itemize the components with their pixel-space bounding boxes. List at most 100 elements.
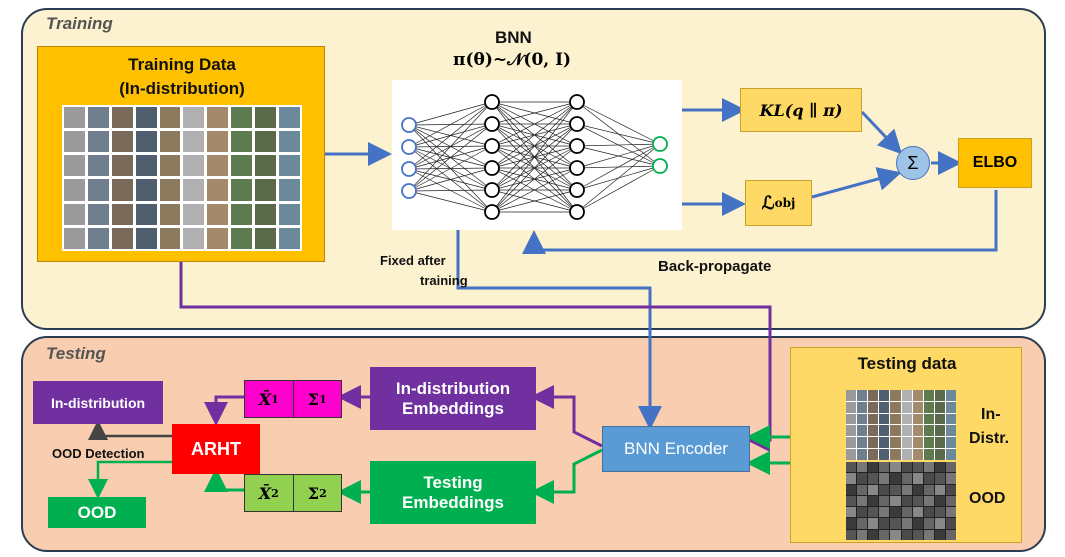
arrow-encoder-to-in-emb <box>530 385 603 448</box>
thumbnail-image <box>934 507 945 518</box>
arht-label: ARHT <box>191 438 241 459</box>
thumbnail-image <box>890 449 901 460</box>
network-edge <box>491 101 578 169</box>
thumbnail-image <box>857 518 868 529</box>
xbar1-cell: X̄1 <box>245 381 294 417</box>
thumbnail-image <box>890 495 901 507</box>
ood-output-label: OOD <box>77 502 117 522</box>
encoder-label: BNN Encoder <box>624 439 728 458</box>
thumbnail-image <box>111 179 133 201</box>
thumbnail-image <box>912 449 923 460</box>
thumbnail-image <box>945 484 956 495</box>
thumbnail-image <box>135 131 157 153</box>
thumbnail-image <box>207 203 229 225</box>
network-edge <box>491 101 578 147</box>
network-node <box>484 204 500 220</box>
network-node <box>569 116 585 132</box>
thumbnail-image <box>207 179 229 201</box>
thumbnail-image <box>945 425 956 437</box>
thumbnail-image <box>857 495 868 507</box>
thumbnail-image <box>901 484 912 495</box>
network-edge <box>491 123 578 213</box>
thumbnail-image <box>868 473 879 484</box>
thumbnail-image <box>279 131 300 153</box>
thumbnail-image <box>912 484 923 495</box>
thumbnail-image <box>64 155 85 177</box>
thumbnail-image <box>183 155 205 177</box>
thumbnail-image <box>846 425 857 437</box>
thumbnail-image <box>890 518 901 529</box>
thumbnail-image <box>901 401 912 413</box>
xbar1-label: X̄ <box>258 389 272 409</box>
test-emb-line2: Embeddings <box>401 492 504 512</box>
thumbnail-image <box>183 107 205 129</box>
elbo-label: ELBO <box>972 154 1018 171</box>
testing-ood-grid <box>846 462 956 540</box>
thumbnail-image <box>912 425 923 437</box>
thumbnail-image <box>64 131 85 153</box>
fixed-label-line1: Fixed after <box>380 253 446 268</box>
thumbnail-image <box>231 131 253 153</box>
thumbnail-image <box>901 529 912 540</box>
fixed-label-line2: training <box>420 273 468 288</box>
backprop-label: Back-propagate <box>658 258 772 275</box>
kl-label: KL(q ∥ π) <box>759 100 843 120</box>
network-edge <box>408 189 493 192</box>
network-edge <box>408 101 493 192</box>
in-dist-output-box: In-distribution <box>33 381 163 424</box>
thumbnail-image <box>846 495 857 507</box>
network-node <box>652 158 668 174</box>
network-edge <box>491 189 578 213</box>
network-edge <box>491 101 578 191</box>
thumbnail-image <box>231 107 253 129</box>
thumbnail-image <box>945 437 956 449</box>
thumbnail-image <box>846 462 857 473</box>
thumbnail-image <box>135 203 157 225</box>
thumbnail-image <box>857 390 868 401</box>
thumbnail-image <box>857 425 868 437</box>
thumbnail-image <box>183 131 205 153</box>
arrow-arht-to-in-dist <box>88 420 172 440</box>
thumbnail-image <box>111 227 133 249</box>
thumbnail-image <box>159 179 181 201</box>
in-distr-label-line2: Distr. <box>969 430 1010 447</box>
thumbnail-image <box>87 107 109 129</box>
thumbnail-image <box>111 107 133 129</box>
thumbnail-image <box>279 107 300 129</box>
thumbnail-image <box>923 484 934 495</box>
thumbnail-image <box>945 390 956 401</box>
network-node <box>569 182 585 198</box>
thumbnail-image <box>912 390 923 401</box>
thumbnail-image <box>945 507 956 518</box>
sigma1-subscript: 1 <box>319 392 327 406</box>
thumbnail-image <box>934 390 945 401</box>
thumbnail-image <box>135 179 157 201</box>
thumbnail-image <box>879 413 890 425</box>
thumbnail-image <box>857 484 868 495</box>
thumbnail-image <box>934 437 945 449</box>
thumbnail-image <box>846 401 857 413</box>
thumbnail-image <box>912 462 923 473</box>
network-edge <box>576 143 661 213</box>
thumbnail-image <box>912 413 923 425</box>
thumbnail-image <box>879 449 890 460</box>
thumbnail-image <box>207 107 229 129</box>
thumbnail-image <box>934 529 945 540</box>
thumbnail-image <box>857 449 868 460</box>
network-node <box>401 117 417 133</box>
thumbnail-image <box>912 401 923 413</box>
network-edge <box>576 165 661 213</box>
thumbnail-image <box>934 449 945 460</box>
network-edge <box>408 101 493 126</box>
thumbnail-image <box>279 155 300 177</box>
thumbnail-image <box>901 507 912 518</box>
sigma1-label: Σ <box>307 389 320 409</box>
thumbnail-image <box>945 473 956 484</box>
thumbnail-image <box>135 107 157 129</box>
thumbnail-image <box>890 484 901 495</box>
thumbnail-image <box>879 495 890 507</box>
thumbnail-image <box>159 227 181 249</box>
network-edge <box>491 101 578 125</box>
